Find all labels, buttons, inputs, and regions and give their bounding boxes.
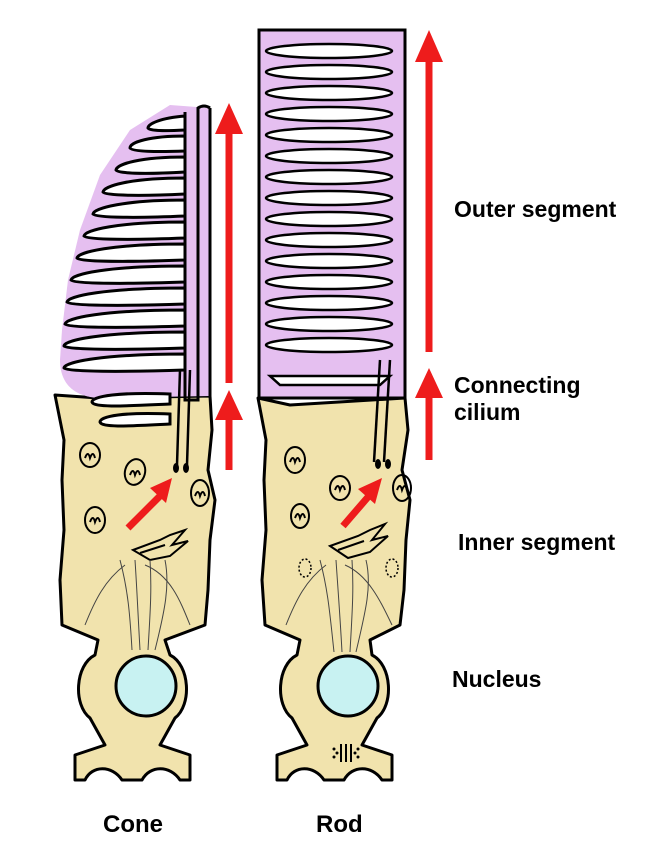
cone-label: Cone: [103, 811, 163, 838]
rod-diagonal-arrowhead: [358, 478, 382, 504]
nucleus-label: Nucleus: [452, 666, 542, 692]
rod-diagonal-arrow-shaft: [340, 494, 371, 529]
rod-outer-arrowhead: [415, 30, 443, 62]
cone-outer-outline: [183, 104, 212, 402]
outer-segment-label: Outer segment: [454, 196, 617, 222]
rod-synaptic-vesicles: [332, 744, 360, 762]
cone-basal-body-2: [183, 463, 189, 473]
cone-nucleus: [114, 654, 178, 718]
cone-connecting-cilium: [175, 369, 192, 466]
cone-diagonal-arrow-shaft: [125, 493, 163, 531]
rod-connecting-cilium: [372, 359, 392, 463]
rod-inner-segment: [256, 396, 412, 782]
cone-inner-segment: [53, 393, 217, 782]
connecting-cilium-label-line2: cilium: [454, 399, 521, 425]
rod-label: Rod: [316, 811, 363, 838]
connecting-cilium-label-line1: Connecting: [454, 372, 581, 398]
rod-golgi: [327, 521, 389, 560]
rod-basal-body-1: [375, 459, 381, 469]
cone-basal-body-1: [173, 463, 179, 473]
rod-nucleus: [316, 654, 380, 718]
cone-outer-arrowhead: [215, 103, 243, 134]
cone-mitochondria: [79, 442, 210, 534]
rod-vesicles: [298, 558, 399, 578]
cone-disk-folds: [62, 114, 187, 428]
inner-segment-label: Inner segment: [458, 529, 616, 555]
rod-cilium-arrowhead: [415, 368, 443, 398]
cone-diagonal-arrowhead: [150, 478, 172, 503]
connecting-cilium-label: Connecting cilium: [454, 372, 581, 426]
rod-disks: [264, 42, 394, 387]
transport-arrows: [125, 30, 443, 531]
rod-cell: [256, 28, 412, 782]
rod-basal-body-2: [385, 459, 391, 469]
rod-mitochondria: [284, 446, 412, 529]
cone-golgi: [130, 527, 189, 562]
rod-fibers: [285, 559, 393, 653]
cone-cilium-arrowhead: [215, 390, 243, 420]
cone-fibers: [84, 559, 191, 651]
cone-cell: [53, 104, 217, 782]
